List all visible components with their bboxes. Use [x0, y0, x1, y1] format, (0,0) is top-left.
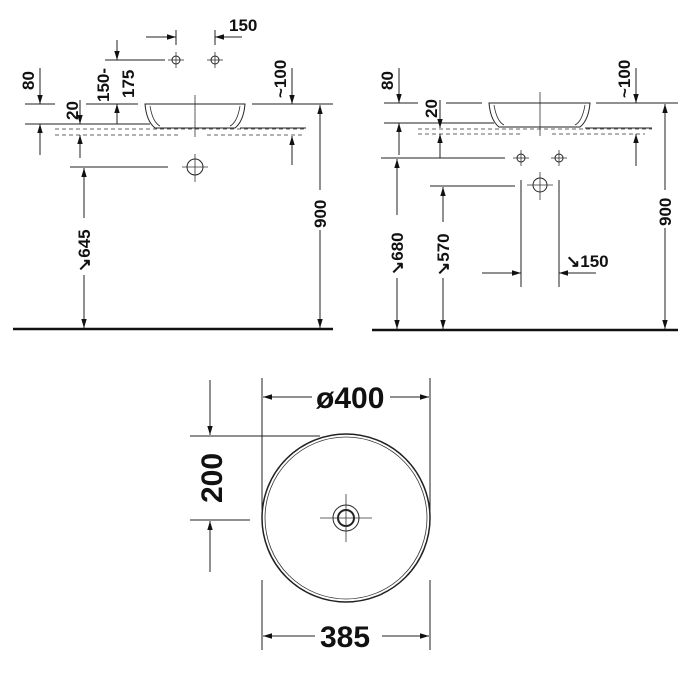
- basin-profile: [488, 102, 591, 128]
- dim-approx-projection: ~100: [615, 60, 634, 98]
- dim-supply-spacing: ↘150: [566, 252, 609, 271]
- side-view-left: 150 80 20 150- 175 ~100 900 ↘645: [13, 16, 333, 331]
- dim-depth: 200: [196, 453, 229, 503]
- dim-tap-height-a: 150-: [94, 68, 113, 102]
- dim-rim-height: 80: [19, 71, 38, 90]
- top-view: ø400 200 385: [190, 378, 431, 654]
- dim-approx-projection: ~100: [271, 60, 290, 98]
- dim-counter-thickness: 20: [63, 101, 82, 120]
- dim-supply-height: ↘680: [388, 232, 407, 275]
- waste-hole-icon: [182, 154, 208, 182]
- supply-hole-icon: [513, 150, 529, 166]
- dim-waste-height: ↘645: [75, 229, 94, 272]
- dim-inner-width: 385: [320, 621, 370, 654]
- dim-waste-height: ↘570: [434, 233, 453, 276]
- dim-tap-spacing: 150: [229, 16, 257, 35]
- basin-inner-rim: [264, 436, 428, 600]
- tap-hole-icon: [207, 52, 223, 68]
- drain-icon: [320, 494, 372, 542]
- dim-height-total: 900: [656, 198, 675, 226]
- dim-diameter: ø400: [316, 382, 384, 415]
- basin-outline: [261, 433, 431, 603]
- supply-hole-icon: [551, 150, 567, 166]
- basin-inner-line: [149, 105, 241, 127]
- side-view-right: 80 20 ~100 900 ↘680 ↘570 ↘150: [372, 60, 678, 332]
- basin-profile: [144, 103, 246, 129]
- tap-hole-icon: [168, 52, 184, 68]
- waste-hole-icon: [527, 172, 553, 200]
- dim-counter-thickness: 20: [422, 99, 441, 118]
- dim-tap-height-b: 175: [119, 70, 138, 98]
- basin-inner-line: [493, 104, 586, 126]
- dim-height-total: 900: [311, 200, 330, 228]
- dim-rim-height: 80: [378, 71, 397, 90]
